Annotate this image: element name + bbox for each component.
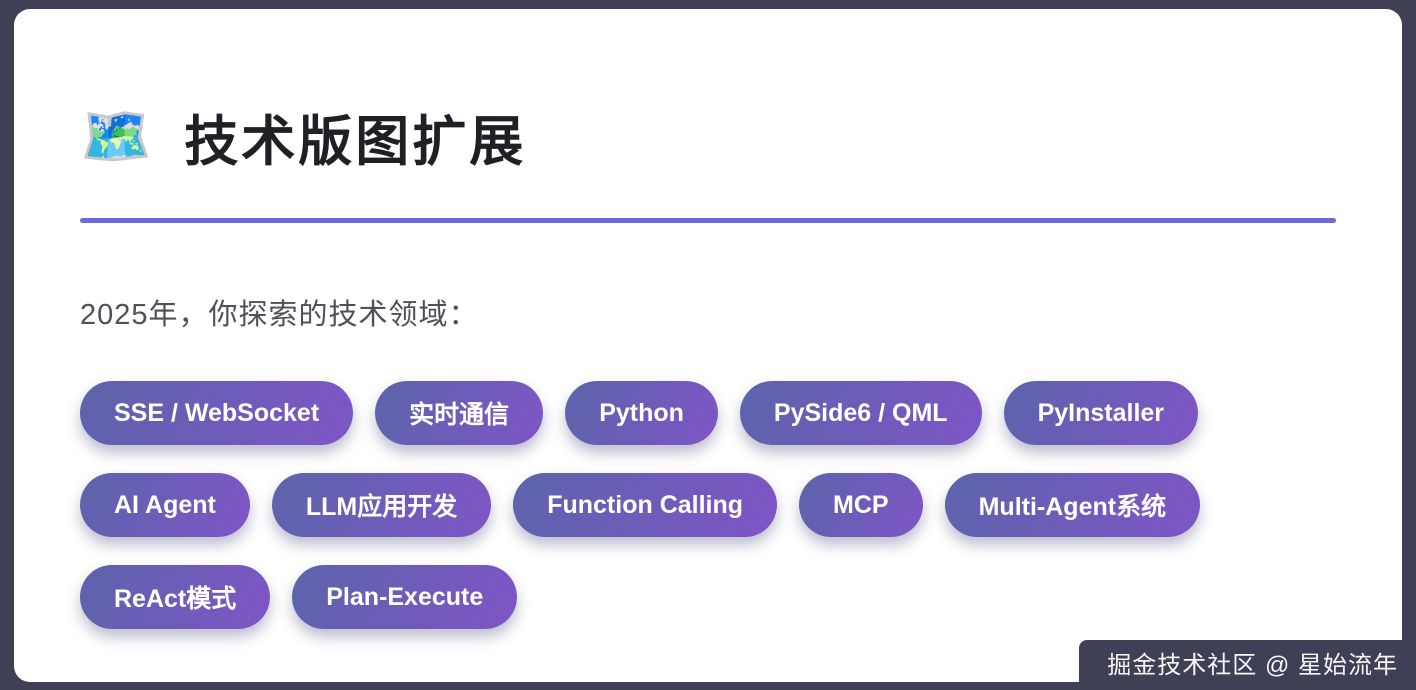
- tag-pill: LLM应用开发: [271, 473, 492, 537]
- tag-pill: Python: [565, 381, 718, 445]
- header: 🗺️ 技术版图扩展: [80, 97, 1336, 176]
- content-card: 🗺️ 技术版图扩展 2025年，你探索的技术领域： SSE / WebSocke…: [14, 9, 1402, 682]
- title-divider: [80, 218, 1336, 223]
- tag-pill: MCP: [799, 473, 923, 537]
- watermark-text: 掘金技术社区 @ 星始流年: [1107, 651, 1398, 679]
- tag-pill: SSE / WebSocket: [80, 381, 354, 445]
- tag-row: SSE / WebSocket 实时通信 Python PySide6 / QM…: [80, 381, 1336, 445]
- tag-pill: AI Agent: [80, 473, 250, 537]
- world-map-icon: 🗺️: [80, 103, 153, 169]
- tag-pill: 实时通信: [375, 381, 544, 445]
- tag-pill: Multi-Agent系统: [944, 473, 1201, 537]
- tag-list: SSE / WebSocket 实时通信 Python PySide6 / QM…: [80, 381, 1336, 629]
- tag-pill: PySide6 / QML: [739, 381, 982, 445]
- intro-text: 2025年，你探索的技术领域：: [80, 299, 479, 331]
- page-title: 技术版图扩展: [184, 112, 527, 172]
- tag-pill: Function Calling: [513, 473, 778, 537]
- tag-pill: ReAct模式: [80, 565, 271, 629]
- tag-pill: PyInstaller: [1003, 381, 1199, 445]
- tag-row: ReAct模式 Plan-Execute: [80, 565, 1336, 629]
- tag-row: AI Agent LLM应用开发 Function Calling MCP Mu…: [80, 473, 1336, 537]
- watermark: 掘金技术社区 @ 星始流年: [1079, 640, 1416, 690]
- tag-pill: Plan-Execute: [292, 565, 518, 629]
